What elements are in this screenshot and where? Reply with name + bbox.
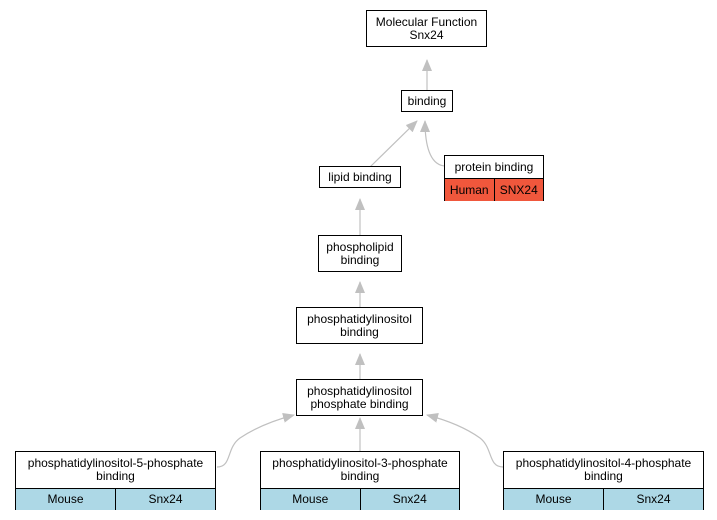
node-lipid-binding[interactable]: lipid binding <box>319 166 401 188</box>
node-ptdins-phosphate-binding[interactable]: phosphatidylinositol phosphate binding <box>296 379 423 416</box>
node-ptdins-phosphate-binding-label: phosphatidylinositol phosphate binding <box>307 383 412 411</box>
node-molecular-function-label: Molecular Function Snx24 <box>375 14 478 42</box>
node-lipid-binding-label: lipid binding <box>328 169 392 184</box>
species-cell: Mouse <box>16 489 115 510</box>
node-ptdins-binding[interactable]: phosphatidylinositol binding <box>296 307 423 344</box>
edge-ptdins4p-to-ptdinsp <box>426 412 504 468</box>
ptdins5p-annotation-row: Mouse Snx24 <box>16 488 215 510</box>
node-binding-label: binding <box>407 93 447 108</box>
node-ptdins5p-binding-label: phosphatidylinositol-5-phosphate binding <box>27 456 204 483</box>
node-binding[interactable]: binding <box>401 90 453 112</box>
node-ptdins3p-binding-label: phosphatidylinositol-3-phosphate binding <box>272 456 448 483</box>
edge-lipid-to-binding <box>369 120 418 168</box>
node-ptdins4p-binding-label: phosphatidylinositol-4-phosphate binding <box>515 456 692 483</box>
edge-ptdins5p-to-ptdinsp <box>216 412 295 468</box>
node-ptdins3p-binding[interactable]: phosphatidylinositol-3-phosphate binding… <box>260 451 460 510</box>
gene-cell: SNX24 <box>493 179 543 201</box>
node-ptdins4p-binding[interactable]: phosphatidylinositol-4-phosphate binding… <box>503 451 704 510</box>
protein-binding-annotation-row: Human SNX24 <box>445 178 543 201</box>
node-molecular-function[interactable]: Molecular Function Snx24 <box>366 10 487 47</box>
node-phospholipid-binding-label: phospholipid binding <box>326 239 394 267</box>
gene-cell: Snx24 <box>603 489 703 510</box>
node-phospholipid-binding[interactable]: phospholipid binding <box>318 235 402 272</box>
gene-cell: Snx24 <box>359 489 459 510</box>
ptdins3p-annotation-row: Mouse Snx24 <box>261 488 459 510</box>
gene-cell: Snx24 <box>115 489 215 510</box>
node-ptdins-binding-label: phosphatidylinositol binding <box>307 311 412 339</box>
species-cell: Mouse <box>504 489 603 510</box>
node-ptdins5p-binding[interactable]: phosphatidylinositol-5-phosphate binding… <box>15 451 216 510</box>
ptdins4p-annotation-row: Mouse Snx24 <box>504 488 703 510</box>
edge-protein-to-binding <box>420 120 447 167</box>
node-protein-binding-label: protein binding <box>454 159 534 174</box>
species-cell: Mouse <box>261 489 360 510</box>
species-cell: Human <box>445 179 494 201</box>
node-protein-binding[interactable]: protein binding Human SNX24 <box>444 155 544 201</box>
